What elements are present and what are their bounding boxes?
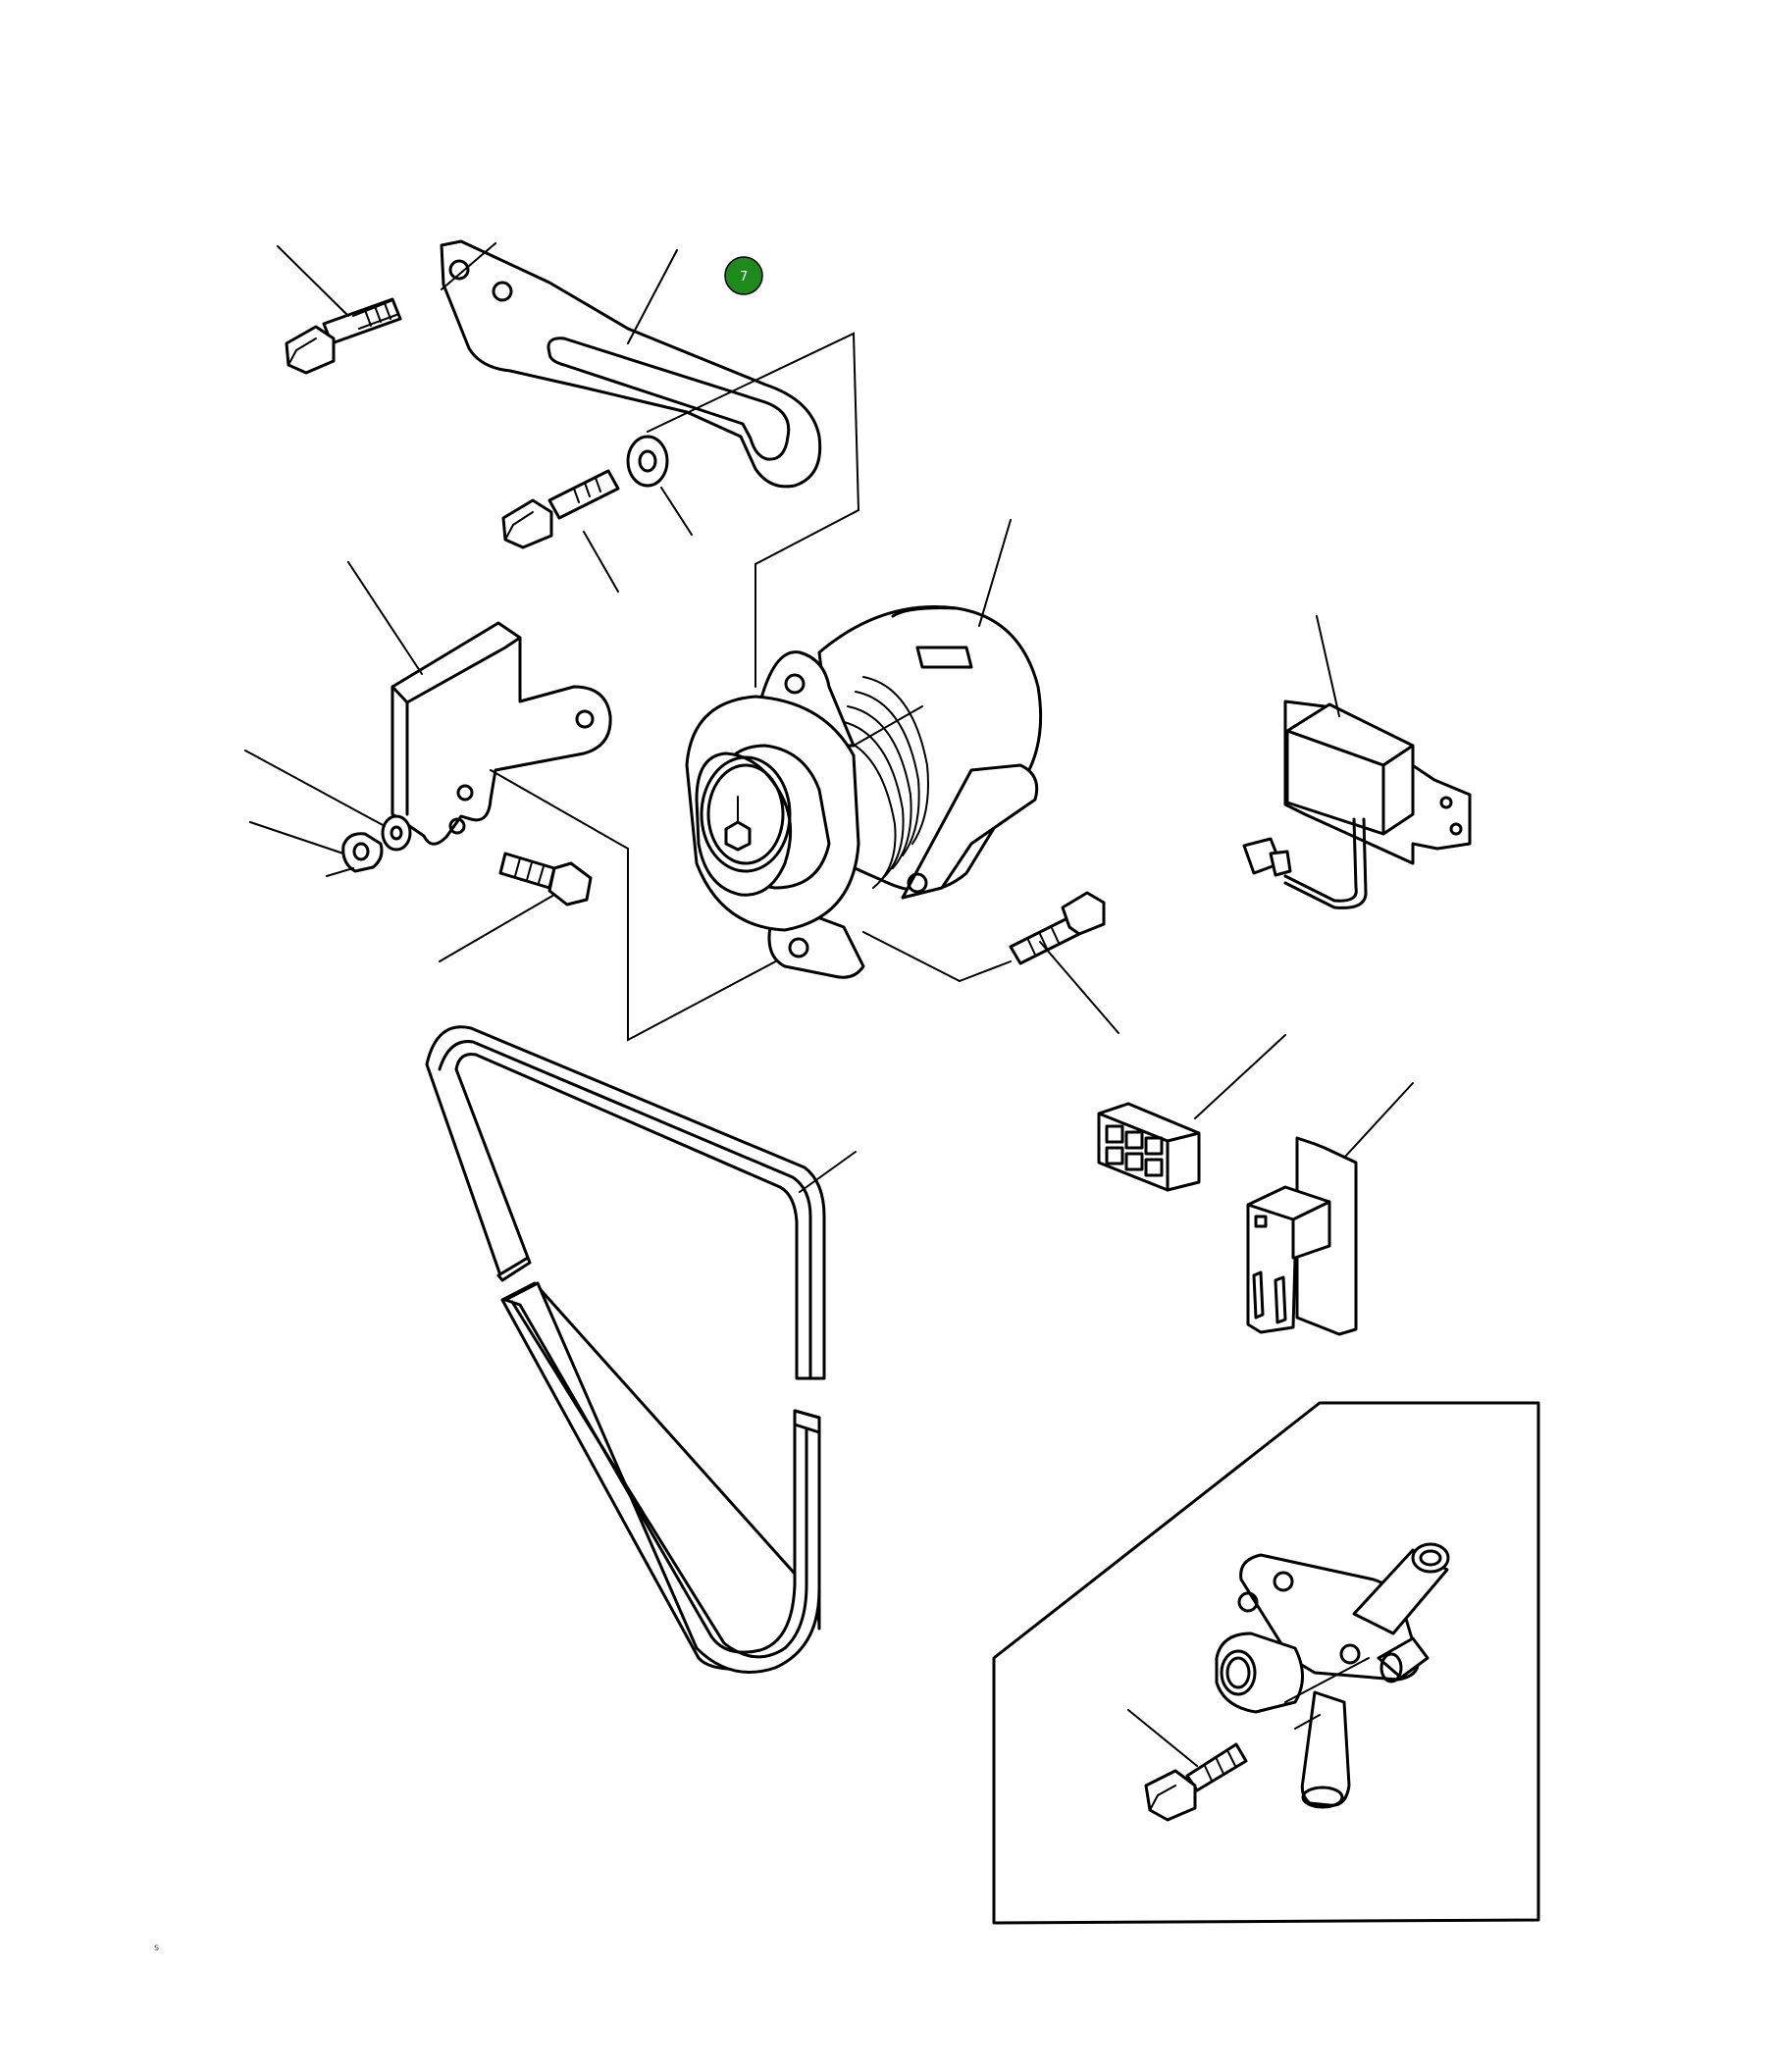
adjusting-bracket bbox=[440, 239, 822, 489]
bolt-alternator bbox=[1009, 891, 1119, 1034]
mounting-bracket bbox=[347, 561, 612, 846]
relay bbox=[1246, 1082, 1414, 1336]
leader-bracket-top bbox=[647, 332, 860, 688]
corner-mark: s bbox=[154, 1942, 159, 1953]
leader-bracket-lower bbox=[490, 769, 786, 1042]
bolt-middle bbox=[501, 469, 620, 593]
connector-block bbox=[1097, 1034, 1286, 1192]
callout-7-label: 7 bbox=[740, 270, 748, 285]
regulator bbox=[1242, 615, 1472, 909]
bolt-top bbox=[277, 245, 402, 375]
alternator bbox=[685, 519, 1043, 982]
bolt-lower-bracket bbox=[439, 852, 593, 962]
nut-left bbox=[249, 821, 384, 877]
callout-7-marker[interactable] bbox=[724, 256, 763, 295]
inset-panel bbox=[992, 1401, 1540, 1925]
washer-middle bbox=[626, 435, 693, 536]
drive-belt bbox=[425, 1025, 857, 1674]
washer-left bbox=[244, 750, 412, 852]
callout-7[interactable]: 7 bbox=[724, 256, 763, 295]
